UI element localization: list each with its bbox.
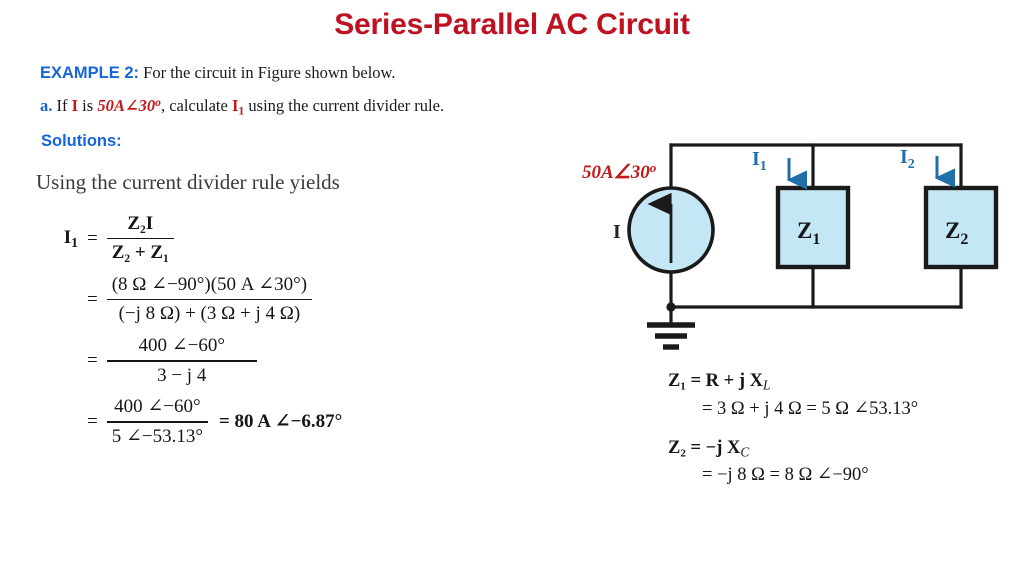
equation-row: = 400 ∠−60° 3 − j 4 <box>52 334 342 387</box>
unknown-current-symbol: I <box>231 95 239 115</box>
equals-sign: = <box>87 349 98 371</box>
part-a-label: a. <box>40 95 53 115</box>
fraction-denominator: (−j 8 Ω) + (3 Ω + j 4 Ω) <box>118 303 301 325</box>
page-title: Series-Parallel AC Circuit <box>334 8 690 41</box>
z2-definition-line-2: = −j 8 Ω = 8 Ω ∠−90° <box>702 465 869 486</box>
z2-definition-line-1: Z₂ = −j XC <box>668 435 918 463</box>
equation-row: I1 = Z₂I Z₂ + Z₁ <box>52 212 342 265</box>
equation-lhs: I1 <box>52 227 78 251</box>
i2-label: I2 <box>900 146 915 172</box>
part-a-text-3: , calculate <box>160 95 232 115</box>
fraction-denominator: 5 ∠−53.13° <box>111 425 203 447</box>
example-line: EXAMPLE 2: For the circuit in Figure sho… <box>40 60 600 87</box>
final-result: = 80 A ∠−6.87° <box>218 411 343 433</box>
circuit-diagram: I1 I2 Z1 Z2 50A∠30o I <box>560 120 1024 370</box>
part-a-text-1: If <box>52 95 72 115</box>
i1-label: I1 <box>752 148 767 174</box>
example-label: EXAMPLE 2 <box>40 64 134 82</box>
z2-label: Z2 <box>945 218 968 248</box>
solution-intro-text: Using the current divider rule yields <box>36 170 340 194</box>
z1-definition-line-1: Z₁ = R + j XL <box>668 368 918 396</box>
current-symbol: I <box>71 95 79 115</box>
fraction-numerator: 400 ∠−60° <box>138 335 225 357</box>
equals-sign: = <box>87 227 98 249</box>
fraction: Z₂I Z₂ + Z₁ <box>106 212 174 265</box>
fraction-bar <box>106 421 208 423</box>
fraction: 400 ∠−60° 5 ∠−53.13° <box>106 395 208 448</box>
part-a-text-4: using the current divider rule. <box>244 95 445 115</box>
circuit-wires <box>669 143 963 309</box>
problem-statement: EXAMPLE 2: For the circuit in Figure sho… <box>40 60 600 119</box>
z2-reactance-subscript: C <box>740 444 750 460</box>
current-source <box>627 186 715 274</box>
fraction: 400 ∠−60° 3 − j 4 <box>106 334 257 387</box>
impedance-z1 <box>775 185 851 270</box>
fraction-numerator: Z₂I <box>127 213 154 234</box>
impedance-z2 <box>923 185 999 270</box>
unknown-current-subscript: 1 <box>238 102 245 117</box>
equation-row: = 400 ∠−60° 5 ∠−53.13° = 80 A ∠−6.87° <box>52 395 342 448</box>
z1-label: Z1 <box>797 218 820 248</box>
z1-definition-line-2: = 3 Ω + j 4 Ω = 5 Ω ∠53.13° <box>702 398 919 419</box>
fraction-bar <box>106 359 257 362</box>
source-current-label: I <box>613 221 621 243</box>
source-value-label: 50A∠30o <box>582 160 657 183</box>
equation-row: = (8 Ω ∠−90°)(50 A ∠30°) (−j 8 Ω) + (3 Ω… <box>52 273 342 326</box>
z2-expression: Z₂ = −j X <box>668 437 741 458</box>
fraction: (8 Ω ∠−90°)(50 A ∠30°) (−j 8 Ω) + (3 Ω +… <box>106 273 313 326</box>
example-label-suffix: : <box>133 64 140 82</box>
fraction-numerator: 400 ∠−60° <box>114 396 201 418</box>
equals-sign: = <box>87 288 98 310</box>
fraction-denominator: 3 − j 4 <box>157 364 207 386</box>
fraction-numerator: (8 Ω ∠−90°)(50 A ∠30°) <box>111 274 308 296</box>
part-a-line: a. If I is 50A∠30o, calculate I1 using t… <box>40 93 600 120</box>
lhs-symbol: I <box>63 226 72 248</box>
fraction-bar <box>106 237 174 240</box>
given-current-value: 50A∠30 <box>97 95 156 115</box>
part-a-text-2: is <box>78 95 98 115</box>
equals-sign: = <box>87 410 98 432</box>
spacer <box>668 422 918 435</box>
z1-expression: Z₁ = R + j X <box>668 371 763 391</box>
derivation-block: I1 = Z₂I Z₂ + Z₁ = (8 Ω ∠−90°)(50 A ∠30°… <box>52 212 343 454</box>
z1-reactance-subscript: L <box>762 377 771 393</box>
given-current-degree-sup: o <box>155 96 161 109</box>
fraction-denominator: Z₂ + Z₁ <box>111 242 169 264</box>
impedance-definitions: Z₁ = R + j XL = 3 Ω + j 4 Ω = 5 Ω ∠53.13… <box>668 368 918 489</box>
solutions-label: Solutions: <box>41 132 122 150</box>
fraction-bar <box>106 298 313 301</box>
ground-node-dot <box>666 302 676 312</box>
lhs-subscript: 1 <box>71 234 78 250</box>
ground-icon <box>647 307 695 350</box>
example-statement-text: For the circuit in Figure shown below. <box>139 63 396 82</box>
